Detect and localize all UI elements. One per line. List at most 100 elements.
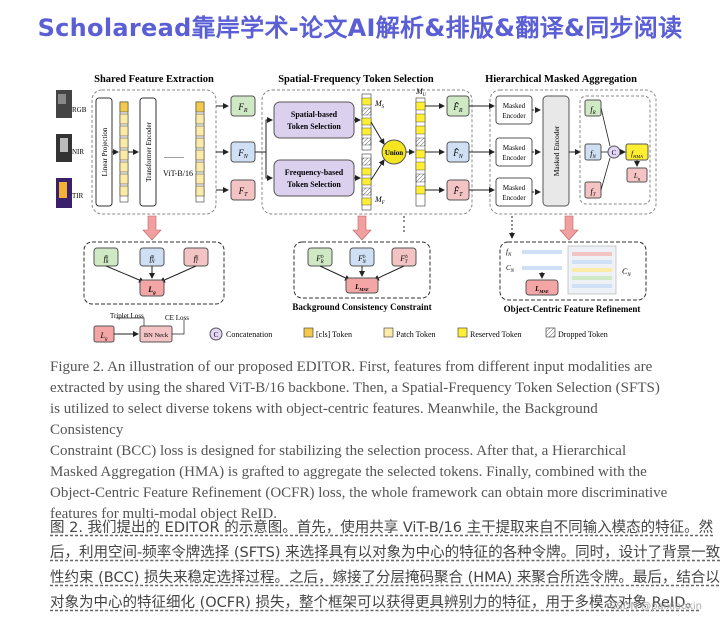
section-shared-title: Shared Feature Extraction [94, 74, 214, 85]
global-loss-box [83, 241, 225, 305]
spatial-selection-block: Spatial-based Token Selection [273, 101, 355, 139]
loss-lg-hma: Lg [626, 167, 648, 183]
svg-text:Token Selection: Token Selection [287, 122, 341, 131]
output-token-column [195, 101, 205, 203]
feature-fr: FR [230, 95, 256, 117]
svg-text:LMSE: LMSE [354, 283, 369, 292]
svg-text:fgR: fgR [104, 254, 109, 265]
svg-text:Encoder: Encoder [502, 112, 526, 120]
svg-text:C: C [214, 331, 219, 339]
svg-text:Lg: Lg [147, 285, 156, 296]
feature-fn: FN [230, 141, 256, 163]
vit-label: ViT-B/16 [163, 169, 193, 178]
svg-text:Masked: Masked [503, 102, 526, 110]
svg-text:LMSE: LMSE [534, 285, 549, 294]
ocfr-token-bars [522, 245, 617, 295]
feature-ft-small: fT [584, 181, 602, 199]
svg-text:Union: Union [385, 149, 403, 157]
feature-fn-small: fN [584, 143, 602, 161]
caption-english: Figure 2. An illustration of our propose… [50, 359, 668, 522]
svg-text:Masked Encoder: Masked Encoder [552, 125, 561, 176]
feature-fhma: fHMA [625, 143, 649, 161]
fn-prime-label: fN [506, 248, 512, 258]
svg-text:FbT: FbT [399, 254, 408, 265]
pink-arrows [142, 215, 579, 241]
feature-ft: FT [230, 179, 256, 201]
svg-text:Lg: Lg [633, 172, 641, 181]
svg-text:Triplet Loss: Triplet Loss [110, 312, 144, 320]
feature-fr-small: fR [584, 99, 602, 117]
svg-text:FbN: FbN [357, 254, 366, 265]
bcc-box [293, 241, 431, 299]
section-sfts-title: Spatial-Frequency Token Selection [278, 74, 434, 85]
loss-lmse: LMSE [345, 277, 379, 294]
hma-inner-box [579, 95, 651, 205]
transformer-encoder-label: Transformer Encoder [145, 121, 153, 181]
svg-text:Token Selection: Token Selection [287, 180, 341, 189]
loss-lg: Lg [139, 279, 165, 297]
svg-text:Spatial-based: Spatial-based [291, 110, 338, 119]
union-node: Union [381, 139, 407, 165]
input-token-column [119, 101, 129, 203]
svg-text:FR: FR [237, 102, 248, 114]
legend-dropped-token: Dropped Token [558, 330, 608, 339]
loss-lmse-ocfr: LMSE [525, 279, 559, 296]
transformer-encoder-block [139, 97, 157, 207]
masked-encoder-tir: Masked Encoder [495, 177, 533, 207]
mf-label: MF [374, 195, 386, 206]
svg-text:fgN: fgN [149, 254, 155, 265]
svg-text:Masked: Masked [503, 184, 526, 192]
svg-text:FN: FN [237, 148, 249, 160]
svg-text:BN Neck: BN Neck [144, 332, 169, 339]
masked-encoder-nir: Masked Encoder [495, 137, 533, 167]
section-hma-title: Hierarchical Masked Aggregation [485, 74, 637, 85]
cn-right-label: CN [622, 267, 631, 278]
mu-label: MU [415, 87, 427, 98]
svg-text:FbR: FbR [315, 254, 324, 265]
input-images: RGB NIR TIR [56, 90, 87, 208]
svg-text:Encoder: Encoder [502, 154, 526, 162]
svg-text:fgT: fgT [194, 254, 200, 265]
caption-chinese: 图 2. 我们提出的 EDITOR 的示意图。首先，使用共享 ViT-B/16 … [50, 520, 720, 611]
modality-nir-label: NIR [72, 148, 84, 156]
modality-rgb-label: RGB [72, 106, 87, 114]
vit-ellipsis: .......... [164, 151, 184, 160]
cn-label: CN [506, 264, 515, 274]
hma-box [489, 89, 657, 215]
watermark: CSDN @paixiaoxin [609, 601, 702, 612]
loss-head: Lg BN Neck Triplet Loss CE Loss [93, 312, 189, 343]
svg-text:fN: fN [590, 149, 596, 160]
legend: C Concatenation [cls] Token Patch Token … [209, 327, 608, 341]
linear-projection-label: Linear Projection [101, 127, 109, 176]
svg-text:C: C [612, 149, 617, 157]
feature-hat-fr: F̂R [446, 95, 470, 117]
legend-patch-token: Patch Token [396, 330, 436, 339]
svg-text:fT: fT [590, 187, 596, 198]
masked-encoder-rgb: Masked Encoder [495, 95, 533, 125]
app-banner-title: Scholaread靠岸学术-论文AI解析&排版&翻译&同步阅读 [37, 14, 683, 42]
mf-token-column [361, 153, 372, 211]
svg-text:Masked: Masked [503, 144, 526, 152]
svg-text:Frequency-based: Frequency-based [285, 168, 344, 177]
feature-hat-ft: F̂T [446, 179, 470, 201]
frequency-selection-block: Frequency-based Token Selection [273, 159, 355, 197]
mu-token-column [415, 97, 426, 207]
ms-token-column [361, 93, 372, 151]
feature-hat-fn: F̂N [446, 141, 470, 163]
svg-text:fR: fR [590, 105, 595, 116]
legend-reserved-token: Reserved Token [470, 330, 522, 339]
legend-cls-token: [cls] Token [316, 330, 352, 339]
svg-text:F̂N: F̂N [452, 148, 464, 160]
modality-tir-label: TIR [72, 192, 84, 200]
svg-text:FT: FT [238, 186, 249, 198]
svg-text:F̂R: F̂R [452, 102, 463, 114]
masked-encoder-big [542, 95, 570, 207]
svg-text:Encoder: Encoder [502, 194, 526, 202]
ms-label: MS [374, 99, 385, 110]
